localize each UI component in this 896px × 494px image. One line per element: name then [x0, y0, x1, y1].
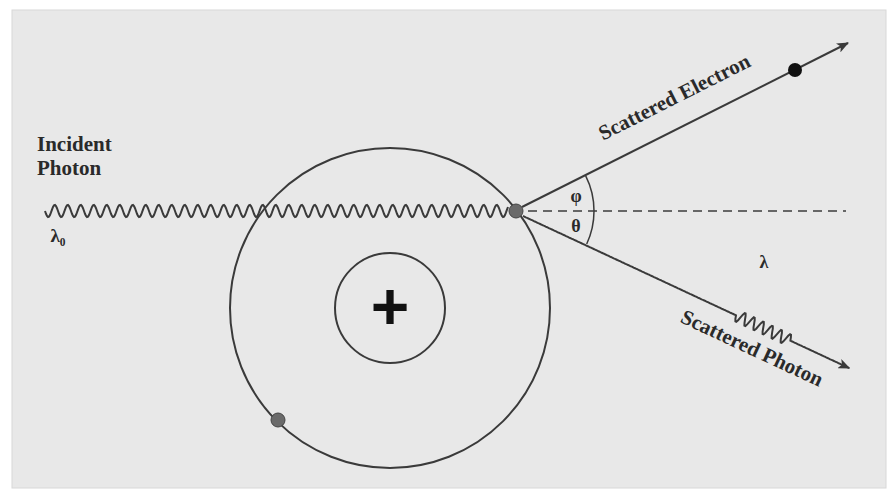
reference-line	[528, 210, 846, 212]
photon-label: Incident Photon	[37, 132, 147, 180]
scattered-wave	[523, 216, 849, 368]
angle-arc	[586, 176, 594, 211]
target-electron	[509, 204, 523, 218]
incident-wave	[45, 205, 508, 217]
panel-background	[12, 10, 886, 488]
angle-arc	[587, 211, 594, 244]
scattered-electron	[788, 63, 802, 77]
angle-symbol: φ	[570, 186, 581, 207]
angle-symbol: θ	[571, 216, 580, 237]
nucleus-sign: +	[371, 273, 410, 339]
electron-path	[522, 43, 848, 207]
nucleus	[335, 253, 445, 363]
wavelength-symbol: λ	[760, 252, 769, 273]
wavelength-symbol: λ₀	[50, 225, 65, 247]
electron-orbit	[230, 148, 550, 468]
orbital-electron	[271, 413, 285, 427]
